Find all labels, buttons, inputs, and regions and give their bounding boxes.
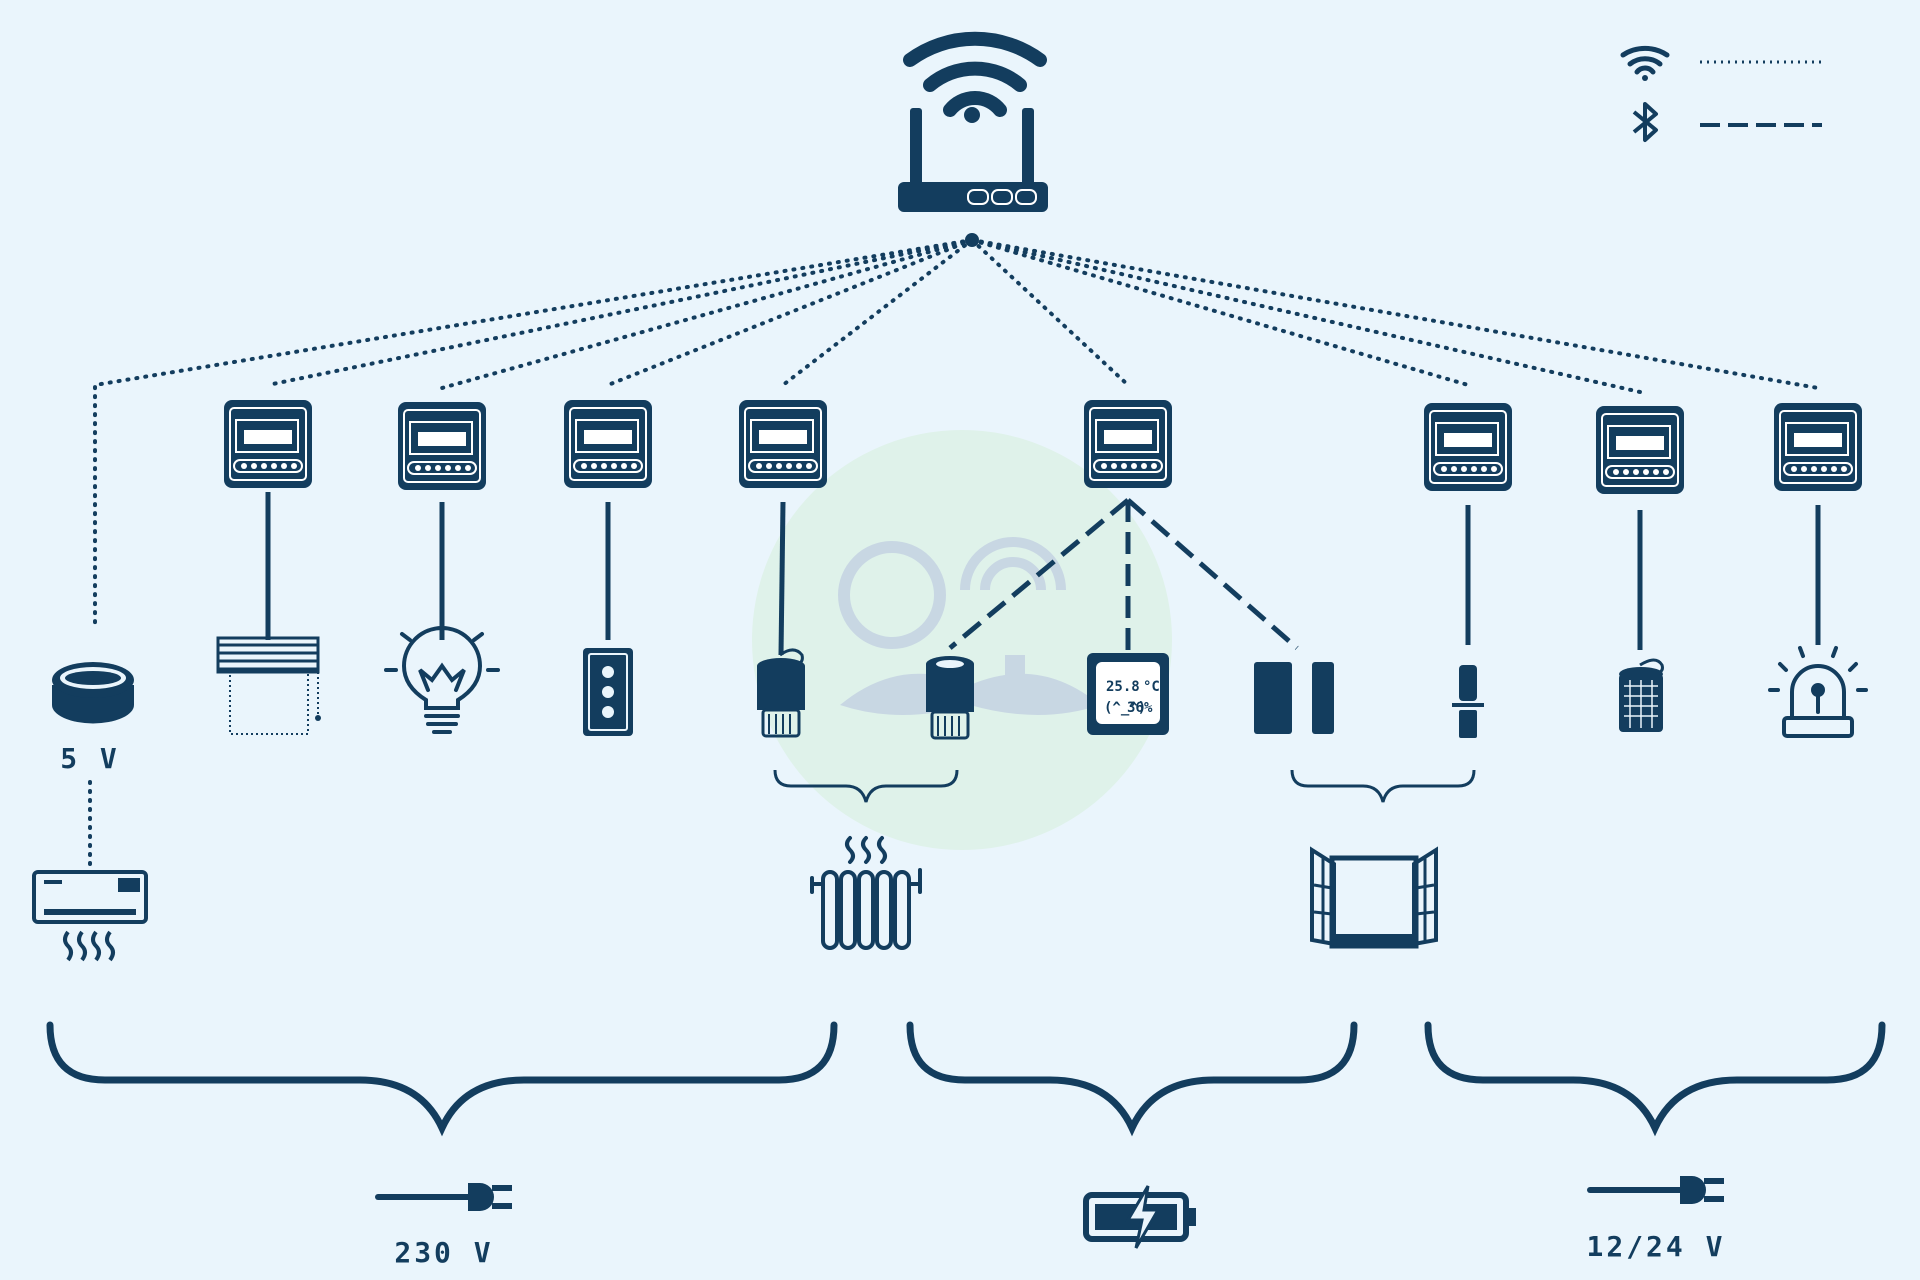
radiator-icon bbox=[810, 836, 922, 950]
power-plug-icon bbox=[1590, 1176, 1724, 1204]
bluetooth-connections bbox=[948, 498, 1299, 650]
door-window-sensor-icon bbox=[1254, 662, 1334, 734]
sensor-face: (^_^) bbox=[1104, 700, 1146, 716]
relay-module bbox=[738, 399, 828, 489]
small-brace bbox=[773, 769, 1476, 803]
router-icon bbox=[898, 31, 1048, 212]
humidity-value: 36 bbox=[1127, 700, 1144, 716]
humidity-unit: % bbox=[1144, 700, 1153, 716]
legend bbox=[1620, 45, 1822, 142]
air-conditioner-icon bbox=[32, 870, 148, 962]
relay-module bbox=[1423, 402, 1513, 492]
thermostatic-actuator-icon bbox=[757, 648, 805, 738]
smart-speaker-icon bbox=[52, 662, 134, 724]
relay-module bbox=[223, 399, 313, 489]
alarm-siren-icon bbox=[1768, 646, 1868, 738]
relay-module bbox=[563, 399, 653, 489]
battery-icon bbox=[1083, 1185, 1196, 1249]
label-230v: 230 V bbox=[394, 1236, 493, 1269]
wired-connections bbox=[265, 492, 1821, 656]
relay-module bbox=[1773, 402, 1863, 492]
temp-humidity-sensor-icon: 25.8 °C (^_^) 36 % bbox=[1087, 653, 1169, 735]
temperature-unit: °C bbox=[1143, 679, 1160, 695]
wifi-icon bbox=[1620, 45, 1670, 81]
roller-blind-icon bbox=[216, 636, 321, 735]
wifi-connections bbox=[88, 238, 1820, 872]
window-icon bbox=[1310, 846, 1438, 949]
radiator-valve-icon bbox=[926, 656, 974, 740]
light-bulb-icon bbox=[384, 612, 500, 734]
relay-module bbox=[397, 401, 487, 491]
bluetooth-icon bbox=[1632, 102, 1658, 142]
label-12-24v: 12/24 V bbox=[1586, 1230, 1725, 1263]
large-brace bbox=[46, 1021, 1886, 1137]
label-5v: 5 V bbox=[60, 742, 120, 775]
valve-actuator-icon bbox=[1452, 665, 1484, 738]
temperature-value: 25.8 bbox=[1106, 679, 1140, 695]
relay-module bbox=[1083, 399, 1173, 489]
hub-node bbox=[965, 233, 979, 247]
wall-socket-icon bbox=[583, 648, 633, 736]
relay-module bbox=[1595, 405, 1685, 495]
power-plug-icon bbox=[378, 1183, 512, 1211]
motor-actuator-icon bbox=[1619, 658, 1664, 732]
